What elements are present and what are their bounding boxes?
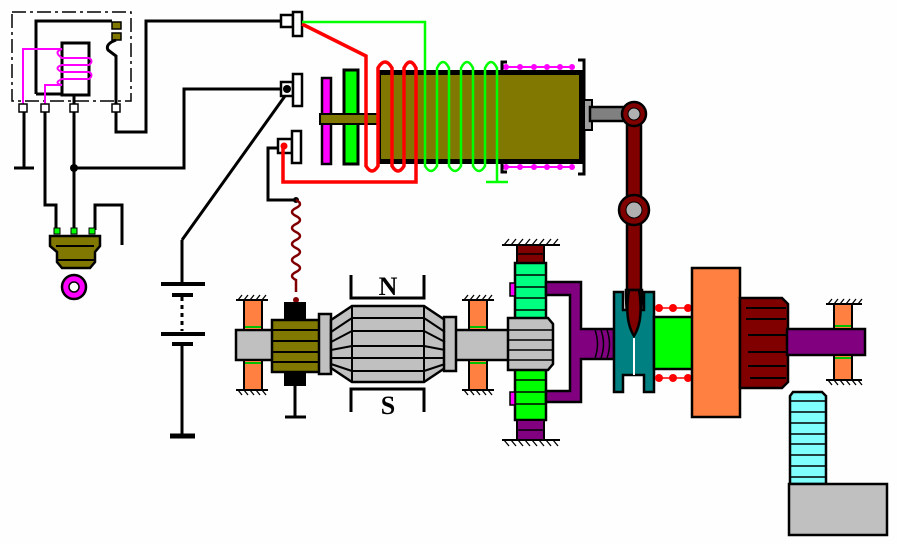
plunger-return-spring — [500, 58, 586, 176]
reduction-gear — [502, 238, 616, 447]
bearing-right — [826, 298, 863, 386]
ignition-switch — [48, 227, 102, 301]
ignition-switch-body — [48, 234, 102, 270]
clutch-inner-race — [652, 315, 695, 371]
north-pole-label: N — [379, 272, 398, 301]
drive-shaft — [785, 327, 867, 357]
relay-contact-lower — [111, 32, 122, 41]
relay-armature — [34, 19, 112, 94]
wire-relay-to-solenoid — [114, 19, 283, 134]
wire-battery-to-main-terminal — [74, 87, 288, 170]
motor-shaft-right — [453, 328, 517, 362]
field-pole-north: N — [349, 272, 426, 301]
brush-assembly — [290, 198, 302, 303]
wire-motor-terminal — [266, 146, 296, 202]
ring-gear-upper — [513, 261, 548, 323]
sun-gear — [506, 316, 555, 372]
battery — [161, 240, 205, 439]
clutch-spring — [655, 304, 692, 382]
flywheel-ring-gear — [787, 390, 889, 537]
drive-sleeve — [612, 290, 656, 394]
pinion — [738, 296, 790, 390]
planet-carrier — [544, 280, 616, 404]
ring-gear-lower — [513, 366, 548, 422]
solenoid-terminals — [276, 10, 304, 165]
relay-terminals — [18, 103, 121, 113]
field-pole-south: S — [349, 387, 426, 420]
relay-core — [60, 41, 91, 97]
solenoid — [280, 20, 632, 184]
south-pole-label: S — [381, 391, 395, 420]
brush-spring — [290, 198, 302, 292]
relay-coil — [22, 48, 93, 106]
overrunning-clutch — [690, 266, 742, 419]
ring-gear-teeth — [788, 390, 828, 486]
starter-relay — [11, 11, 132, 170]
commutator — [270, 302, 322, 419]
terminal-50 — [279, 13, 295, 29]
relay-enclosure — [11, 11, 132, 102]
wiring — [43, 19, 299, 245]
relay-contact-spring — [105, 38, 118, 106]
pull-in-winding — [281, 22, 418, 184]
plunger — [381, 75, 579, 159]
hold-in-winding — [302, 20, 508, 184]
bearing-middle — [462, 294, 494, 396]
wire-battery-positive — [180, 88, 292, 241]
bearing-left — [236, 294, 268, 396]
armature — [317, 304, 458, 384]
relay-ground — [14, 112, 34, 170]
flywheel-body — [787, 482, 889, 537]
relay-contact-upper — [111, 21, 122, 30]
brush-ground — [285, 386, 306, 419]
